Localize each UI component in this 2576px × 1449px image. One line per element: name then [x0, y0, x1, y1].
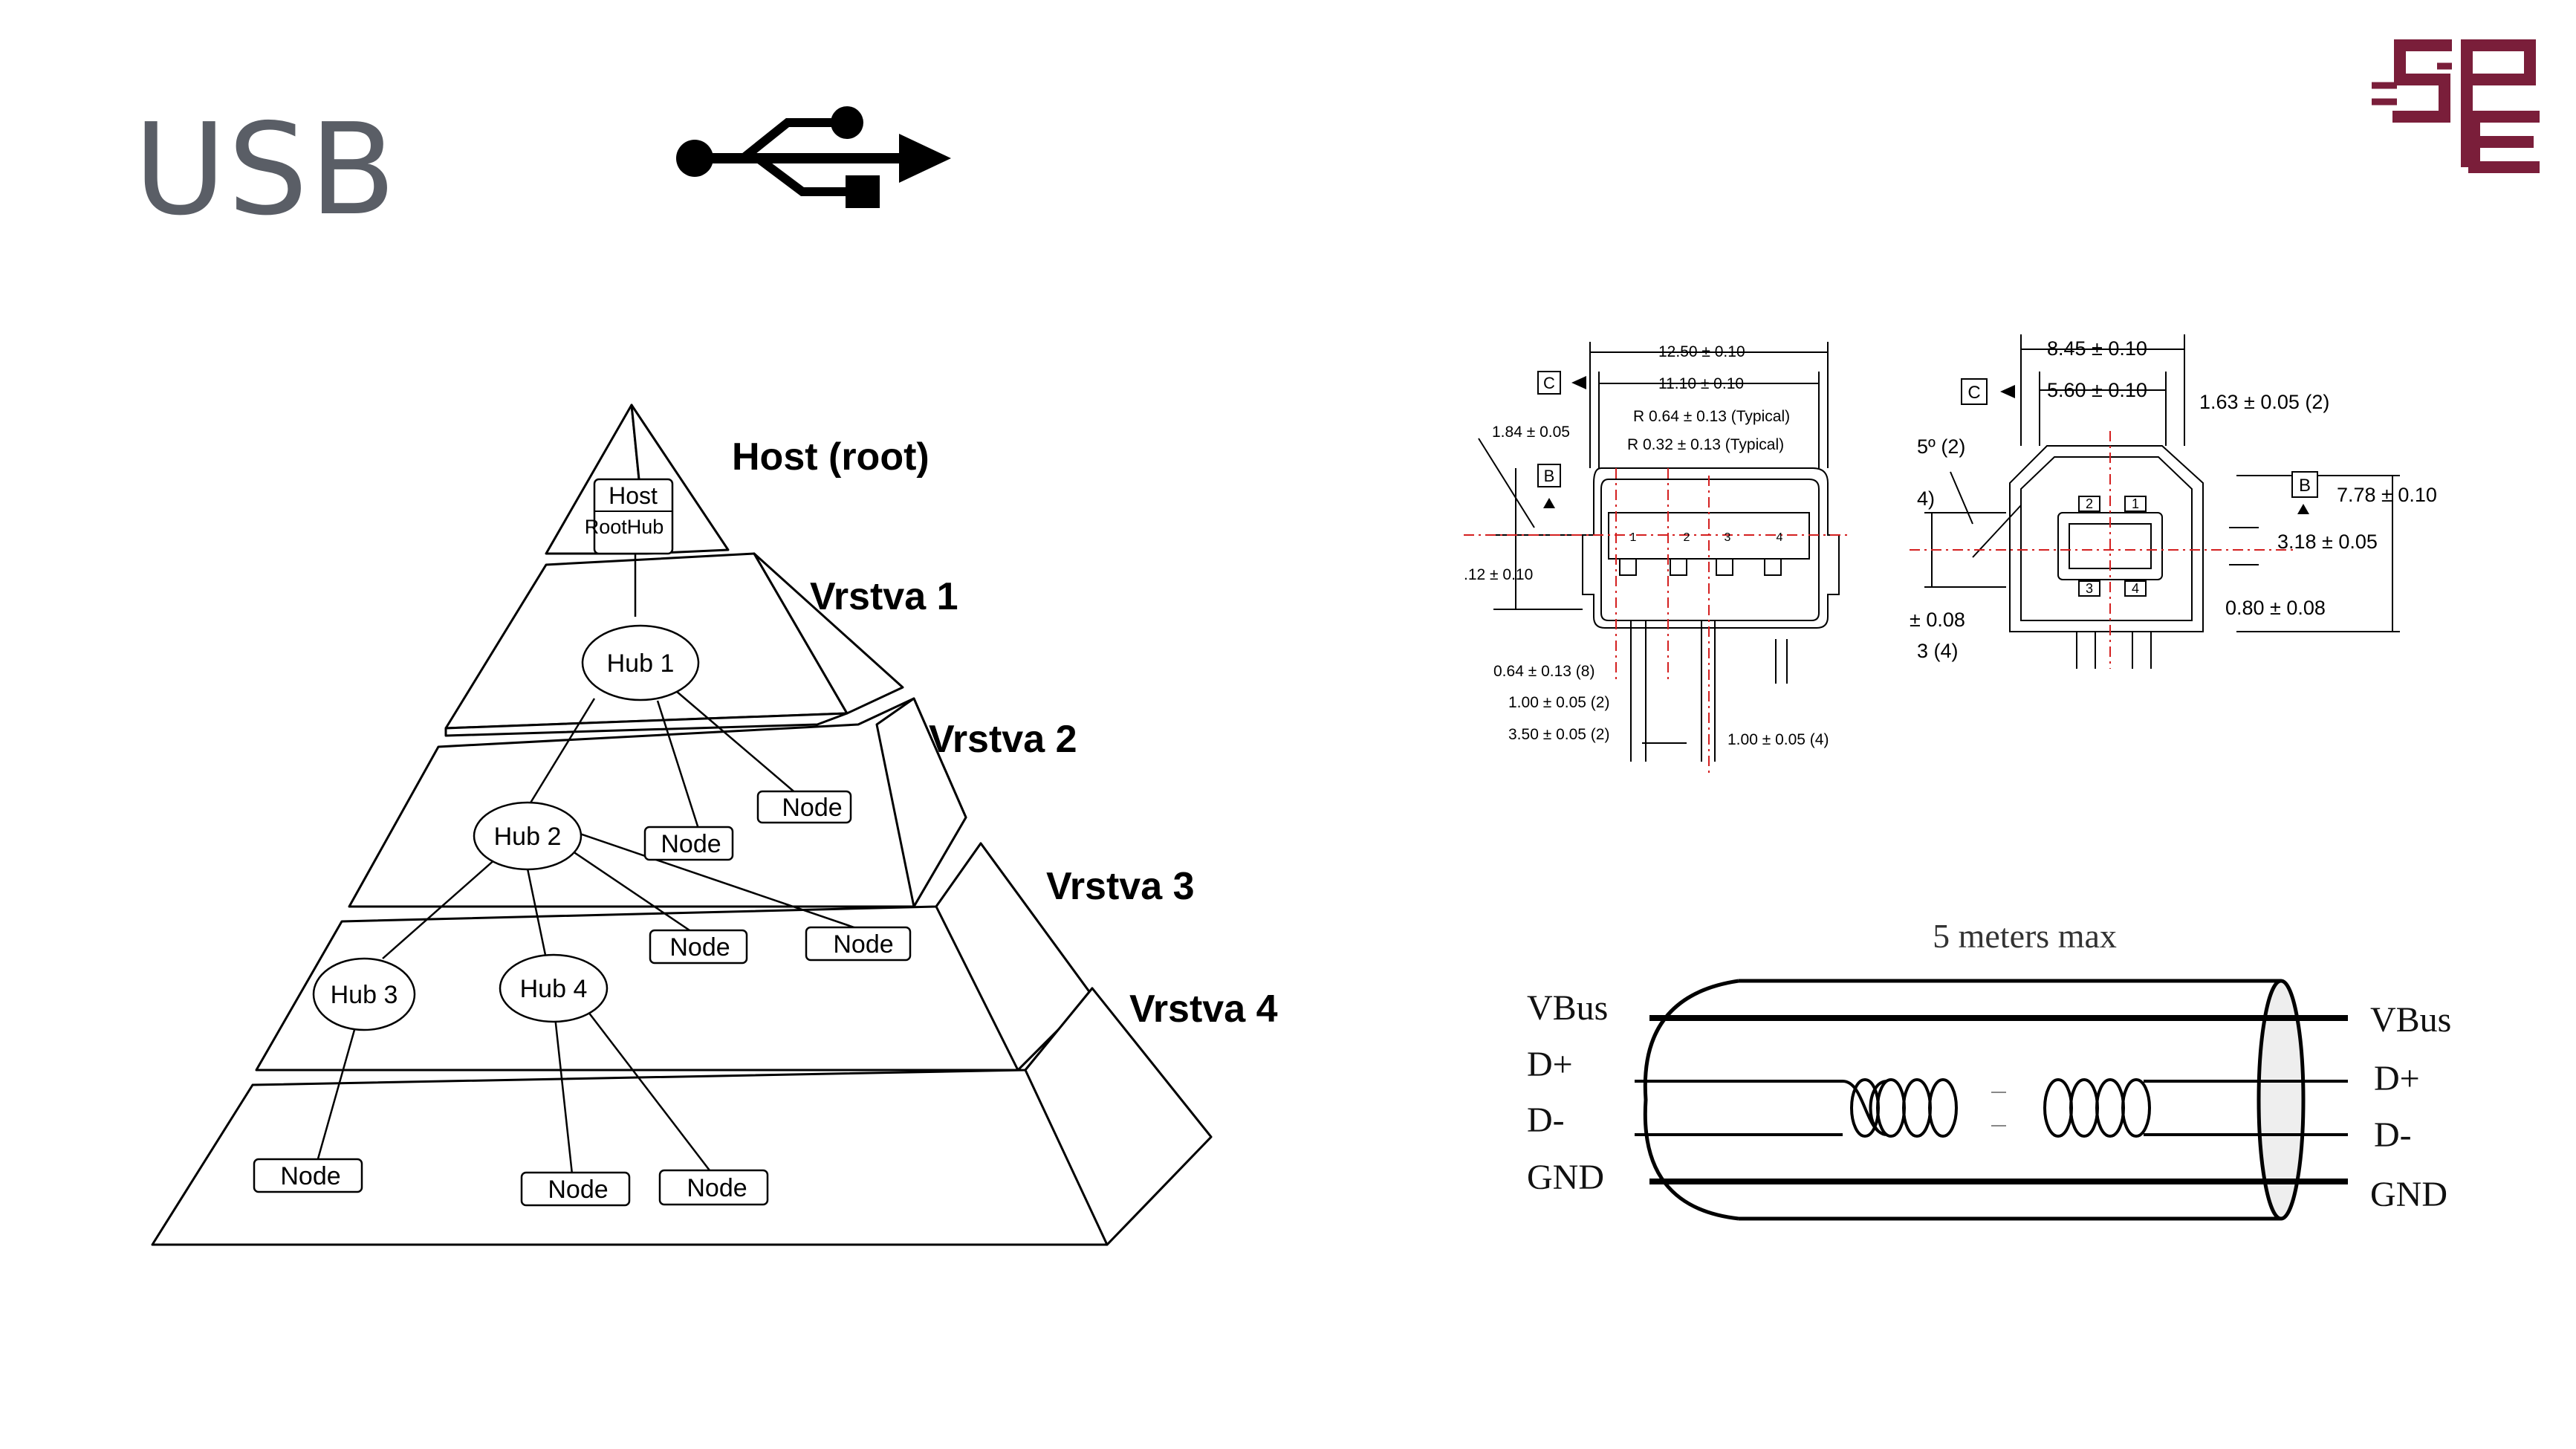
pyramid-tier-1-front	[444, 712, 849, 737]
dim-text: 3.50 ± 0.05 (2)	[1508, 726, 1609, 743]
cable-left-vbus: VBus	[1527, 988, 1608, 1028]
dim-text: .12 ± 0.10	[1464, 566, 1533, 583]
datum-c: C	[1967, 383, 1980, 403]
hub-2-node	[473, 801, 583, 871]
pyramid-tier-4-side	[1024, 987, 1213, 1246]
node-label: Node	[782, 794, 842, 822]
host-label: Host	[609, 482, 658, 509]
slide-title: USB	[134, 97, 398, 244]
cable-left-gnd: GND	[1527, 1158, 1604, 1197]
host-roothub-box: Host RootHub	[585, 478, 674, 555]
usb-type-b-drawing: C B 2 1 3 4 8.45 ± 0.10 5.60 ± 0.10 1.63…	[1910, 334, 2437, 669]
dim-text: 7.78 ± 0.10	[2337, 484, 2437, 506]
cable-right-dminus: D-	[2374, 1115, 2412, 1155]
dim-text: ± 0.08	[1910, 609, 1965, 631]
hub-1-label: Hub 1	[607, 649, 675, 678]
node-label: Node	[669, 933, 730, 962]
cable-caption: 5 meters max	[1933, 917, 2117, 955]
datum-c: C	[1543, 374, 1555, 392]
dim-text: 1.00 ± 0.05 (2)	[1508, 694, 1609, 711]
dim-text: 0.80 ± 0.08	[2225, 597, 2326, 619]
datum-b: B	[2299, 476, 2311, 496]
layer-label-3: Vrstva 3	[1046, 865, 1195, 908]
dim-text: 5.60 ± 0.10	[2047, 379, 2147, 401]
dim-text: 8.45 ± 0.10	[2047, 337, 2147, 360]
usb-type-a-drawing: C B 1 2 3 4 12.50 ± 0.10 11.10 ± 0.10 R …	[1464, 342, 1850, 773]
brand-logo	[2372, 39, 2540, 173]
pin-label: 2	[2086, 496, 2093, 511]
dim-text: 0.64 ± 0.13 (8)	[1493, 663, 1594, 680]
dim-text: 1.63 ± 0.05 (2)	[2199, 391, 2329, 413]
cable-left-dminus: D-	[1527, 1100, 1565, 1140]
pin-label: 2	[1684, 531, 1690, 544]
node-label: Node	[687, 1174, 747, 1202]
dim-text: 3 (4)	[1917, 640, 1959, 662]
hub-1-node	[581, 624, 700, 701]
hub-4-label: Hub 4	[520, 975, 588, 1003]
usb-icon	[676, 106, 951, 208]
dim-text: 5º (2)	[1917, 435, 1965, 458]
layer-label-4: Vrstva 4	[1129, 988, 1278, 1031]
dim-text: 1.00 ± 0.05 (4)	[1727, 731, 1829, 748]
dim-text: R 0.64 ± 0.13 (Typical)	[1633, 408, 1790, 425]
dim-text: 4)	[1917, 487, 1935, 510]
cable-right-vbus: VBus	[2370, 1000, 2451, 1040]
node-label: Node	[833, 930, 893, 959]
pin-label: 1	[1630, 531, 1637, 544]
pin-label: 3	[2086, 581, 2093, 596]
dim-text: 1.84 ± 0.05	[1492, 424, 1570, 441]
dim-text: R 0.32 ± 0.13 (Typical)	[1627, 436, 1784, 453]
node-label: Node	[280, 1162, 340, 1190]
dim-text: 11.10 ± 0.10	[1658, 375, 1744, 392]
cable-right-dplus: D+	[2374, 1059, 2420, 1098]
cable-left-dplus: D+	[1527, 1045, 1573, 1084]
datum-b: B	[1544, 467, 1555, 485]
usb-cable-diagram: 5 meters max VBus D+ D-	[1527, 917, 2451, 1221]
hub-3-node	[312, 957, 416, 1031]
hub-2-label: Hub 2	[494, 823, 562, 851]
layer-label-2: Vrstva 2	[929, 718, 1077, 761]
usb-topology-pyramid: Host RootHub Hub 1 Hub 2 Hub 3 Hub 4 Nod…	[151, 403, 1278, 1246]
layer-label-host: Host (root)	[732, 435, 929, 479]
dim-text: 12.50 ± 0.10	[1658, 343, 1745, 360]
pin-label: 1	[2132, 496, 2139, 511]
pyramid-tier-1-side	[753, 552, 904, 715]
hub-4-node	[499, 953, 609, 1023]
pin-label: 4	[2132, 581, 2139, 596]
pin-label: 3	[1725, 531, 1731, 544]
hub-3-label: Hub 3	[331, 981, 398, 1009]
node-label: Node	[548, 1176, 608, 1204]
dim-text: 3.18 ± 0.05	[2277, 531, 2378, 553]
node-label: Node	[661, 830, 721, 858]
cable-right-gnd: GND	[2370, 1175, 2447, 1214]
pin-label: 4	[1777, 531, 1783, 544]
layer-label-1: Vrstva 1	[810, 575, 958, 618]
roothub-label: RootHub	[585, 516, 664, 538]
